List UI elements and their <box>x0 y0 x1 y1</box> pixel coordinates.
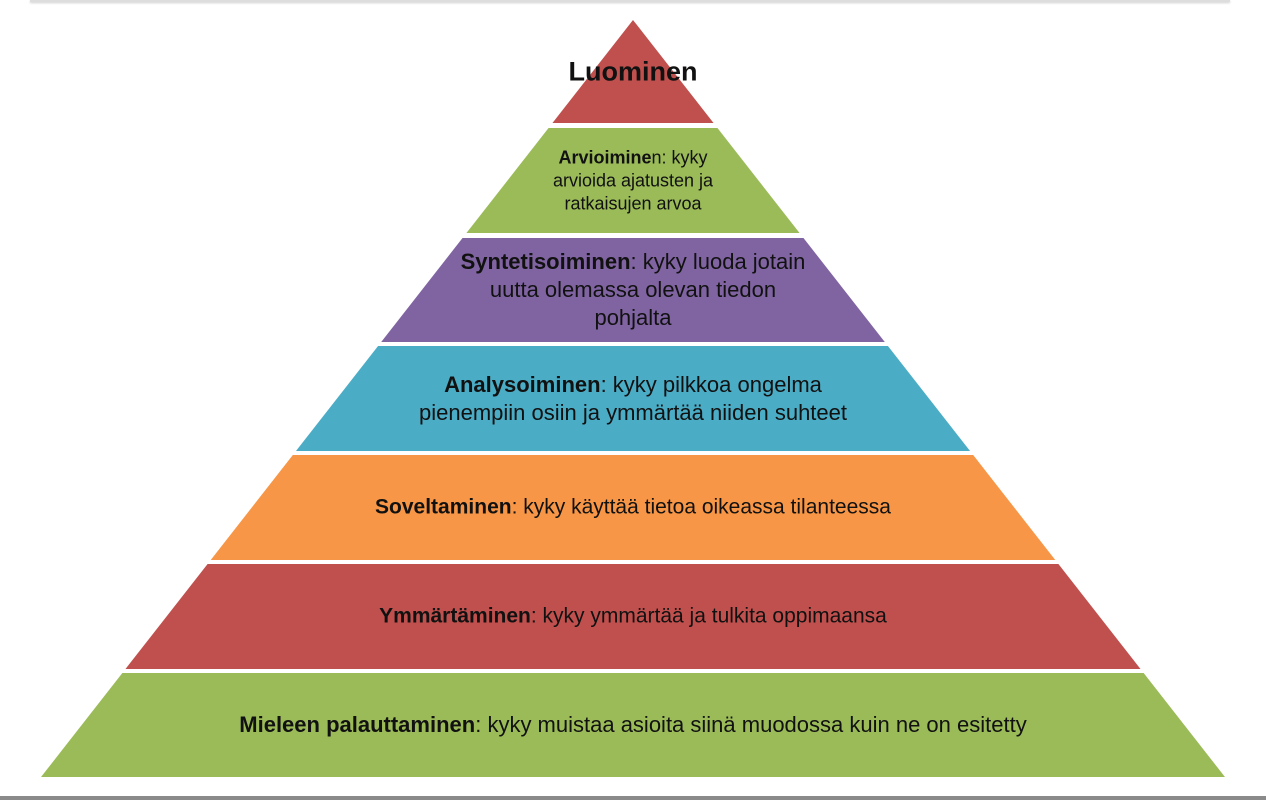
description: n: kyky arvioida ajatusten ja ratkaisuje… <box>552 146 714 214</box>
label-analysoiminen: Analysoiminen: kyky pilkkoa ongelma pien… <box>403 370 863 426</box>
term: Ymmärtäminen <box>379 604 531 628</box>
layer-analysoiminen <box>295 346 971 451</box>
layer-luominen <box>552 20 714 123</box>
label-ymmartaminen: Ymmärtäminen: kyky ymmärtää ja tulkita o… <box>283 603 983 630</box>
description: : kyky muistaa asioita siinä muodossa ku… <box>475 711 1027 737</box>
layer-ymmartaminen <box>125 564 1141 669</box>
description: : kyky luoda jotain uutta olemassa oleva… <box>489 248 806 331</box>
label-arvioiminen: Arvioiminen: kyky arvioida ajatusten ja … <box>538 146 728 215</box>
term: Soveltaminen <box>375 495 512 519</box>
term: Syntetisoiminen <box>460 248 631 274</box>
layer-mieleen-palauttaminen <box>41 673 1225 777</box>
description: : kyky pilkkoa ongelma pienempiin osiin … <box>418 371 847 425</box>
label-mieleen-palauttaminen: Mieleen palauttaminen: kyky muistaa asio… <box>233 711 1033 739</box>
term: Analysoiminen <box>444 371 601 397</box>
description: : kyky käyttää tietoa oikeassa tilantees… <box>511 495 891 519</box>
bottom-divider <box>0 796 1266 800</box>
layer-syntetisoiminen <box>381 238 885 342</box>
label-syntetisoiminen: Syntetisoiminen: kyky luoda jotain uutta… <box>453 248 813 332</box>
term: Arvioimine <box>558 146 652 167</box>
top-divider <box>30 0 1230 2</box>
label-soveltaminen: Soveltaminen: kyky käyttää tietoa oikeas… <box>373 494 893 521</box>
layer-arvioiminen <box>466 128 800 233</box>
term: Luominen <box>568 56 698 87</box>
description: : kyky ymmärtää ja tulkita oppimaansa <box>530 604 887 628</box>
layer-soveltaminen <box>210 455 1056 560</box>
term: Mieleen palauttaminen <box>239 711 476 737</box>
label-luominen: Luominen <box>553 55 713 90</box>
